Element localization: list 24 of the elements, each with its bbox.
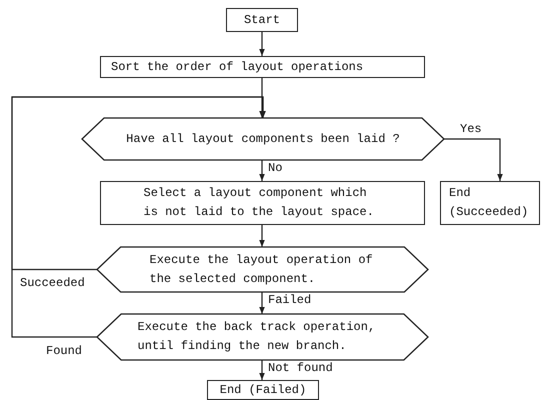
node-text: Execute the back track operation, until finding the new branch. <box>138 319 376 355</box>
process-box <box>100 181 425 225</box>
node-text: Start <box>244 12 280 28</box>
arrow <box>259 225 265 247</box>
arrow <box>259 78 265 118</box>
terminal-box <box>440 181 540 225</box>
terminal-box <box>207 380 319 400</box>
node-text: Sort the order of layout operations <box>111 58 364 76</box>
process-hexagon <box>97 247 428 292</box>
arrow <box>259 32 265 56</box>
arrow <box>259 160 265 181</box>
arrow <box>11 96 266 338</box>
node-text: End (Failed) <box>220 382 306 398</box>
arrow <box>259 292 265 314</box>
arrow <box>444 138 503 181</box>
process-box <box>100 56 425 78</box>
node-text: Have all layout components been laid ? <box>126 130 400 148</box>
process-hexagon <box>97 314 428 360</box>
node-text: Select a layout component which is not laid to the layout space. <box>144 185 375 221</box>
node-text: Execute the layout operation of the selected component. <box>150 252 374 288</box>
arrow <box>259 360 265 380</box>
node-text: End (Succeeded) <box>449 185 530 221</box>
decision-hexagon <box>82 118 444 160</box>
terminal-box <box>226 8 298 32</box>
